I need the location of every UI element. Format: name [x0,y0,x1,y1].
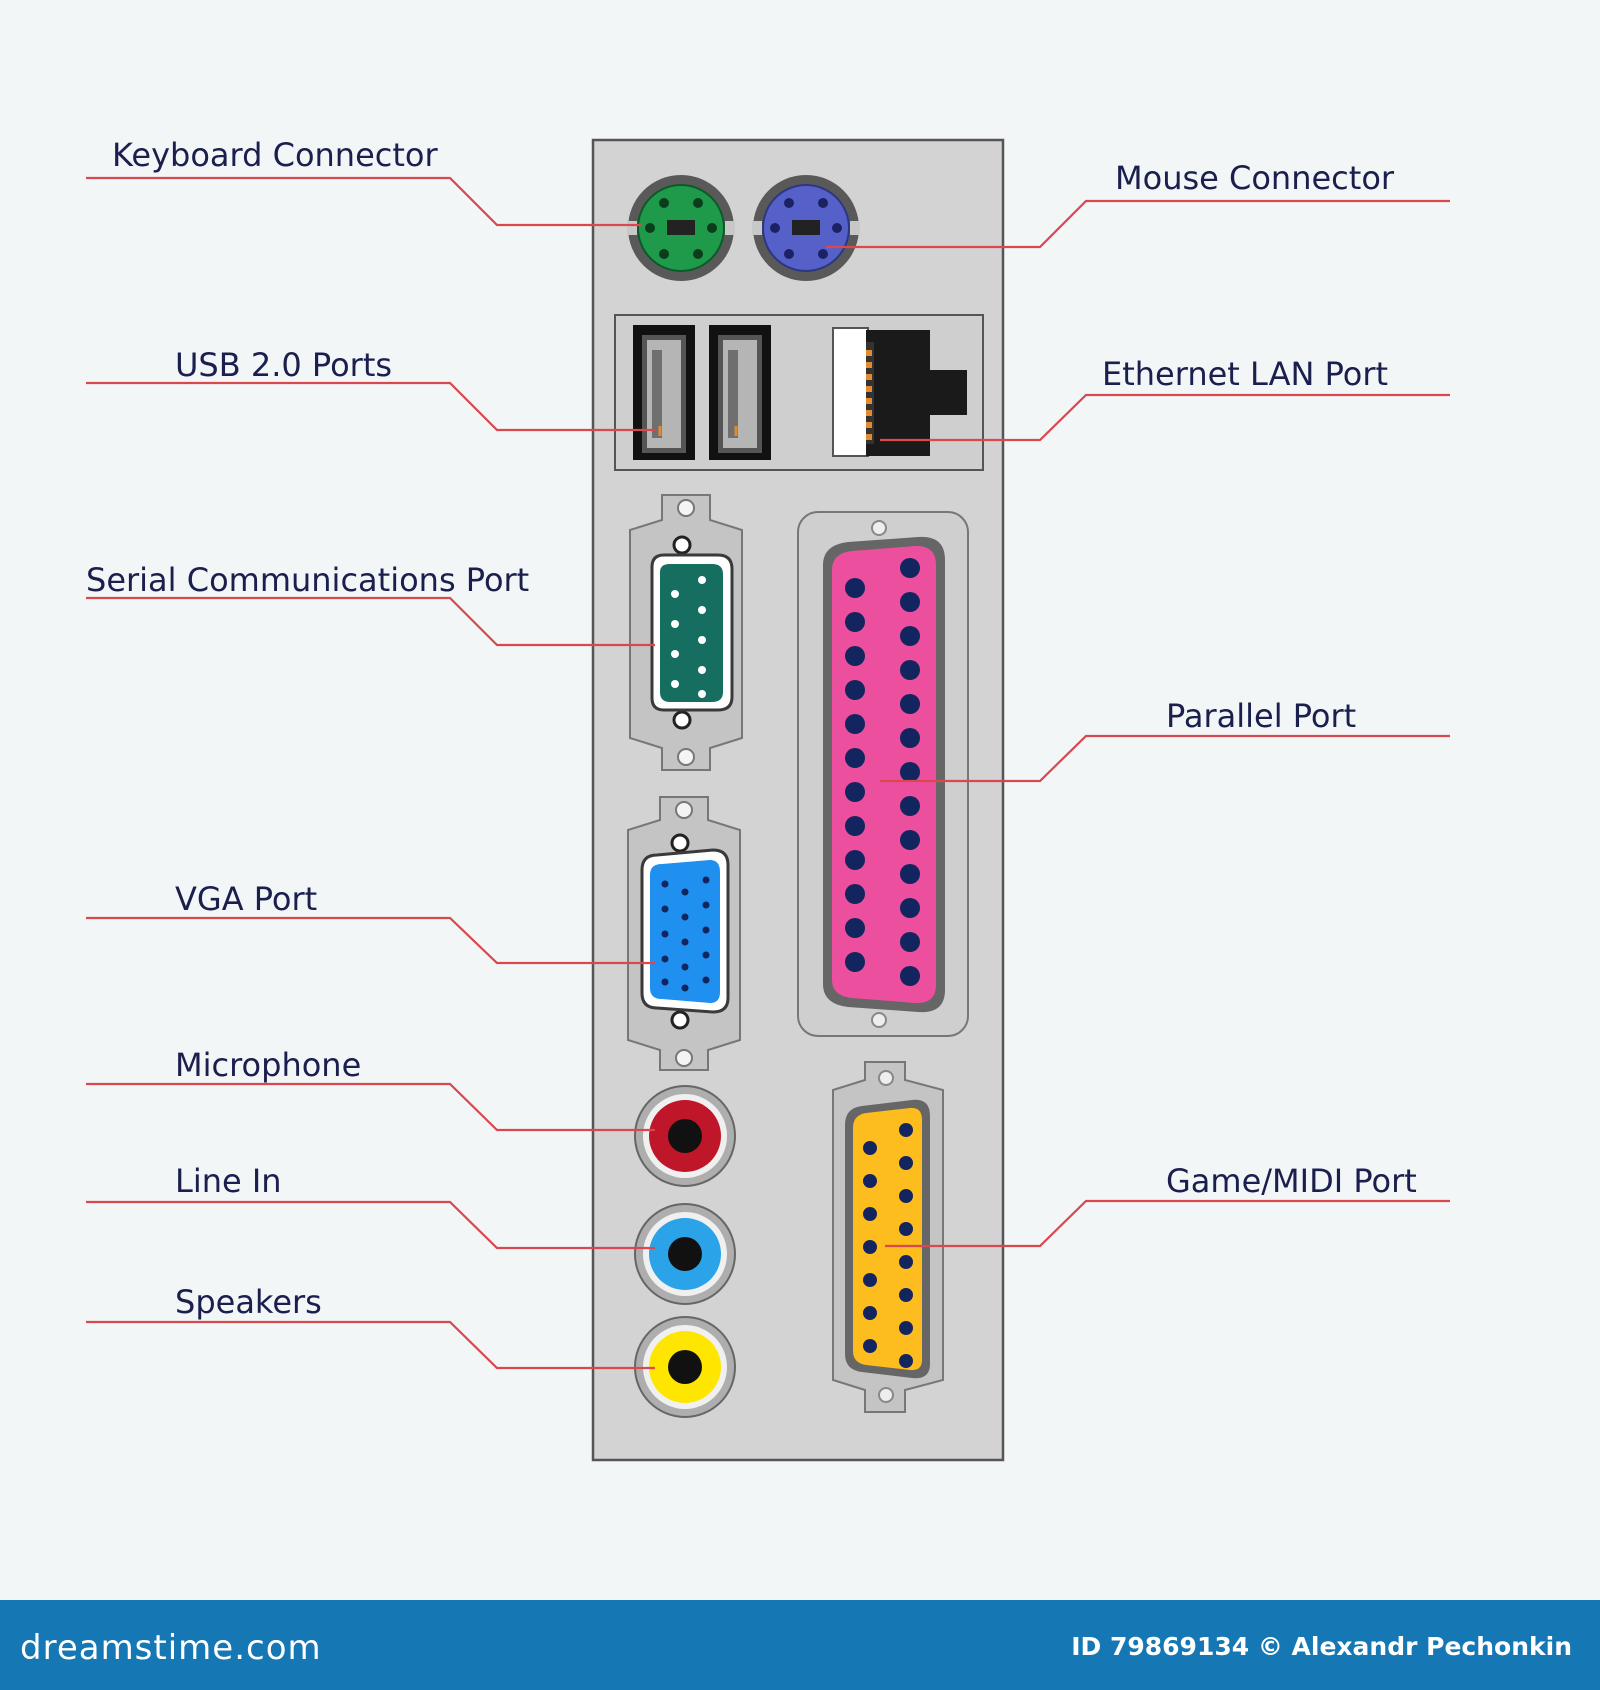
ethernet-leader [880,393,1450,442]
microphone-jack [634,1085,736,1187]
connector-pin [863,1273,877,1287]
connector-pin [900,898,920,918]
connector-pin [863,1141,877,1155]
vga-port [627,796,741,1071]
usb-port-1 [633,325,695,460]
connector-pin [863,1240,877,1254]
line-in-label: Line In [175,1162,282,1200]
connector-pin [899,1222,913,1236]
mouse-port [752,175,860,281]
speakers-jack [634,1316,736,1418]
connector-pin [900,660,920,680]
speakers-leader [86,1320,655,1370]
connector-pin [900,796,920,816]
connector-pin [863,1306,877,1320]
vga-leader [86,916,655,965]
connector-pin [900,626,920,646]
connector-pin [900,558,920,578]
connector-pin [863,1207,877,1221]
keyboard-leader [86,176,641,227]
connector-pin [900,592,920,612]
connector-pin [899,1288,913,1302]
keyboard-label: Keyboard Connector [112,136,438,174]
connector-pin [845,952,865,972]
connector-pin [900,932,920,952]
connector-pin [899,1321,913,1335]
connector-pin [845,850,865,870]
serial-label: Serial Communications Port [86,561,529,599]
back-panel-diagram: Keyboard Connector Mouse Connector USB 2… [86,136,1450,1462]
parallel-port [797,511,969,1037]
keyboard-port [627,175,735,281]
ethernet-label: Ethernet LAN Port [1102,355,1388,393]
microphone-leader [86,1082,655,1132]
line-in-leader [86,1200,655,1250]
microphone-label: Microphone [175,1046,361,1084]
connector-pin [845,612,865,632]
connector-pin [845,782,865,802]
connector-pin [899,1189,913,1203]
mouse-label: Mouse Connector [1115,159,1395,197]
connector-pin [900,830,920,850]
usb-port-2 [709,325,771,460]
connector-pin [845,884,865,904]
footer-brand[interactable]: dreamstime.com [20,1628,322,1668]
connector-pin [845,680,865,700]
connector-pin [900,864,920,884]
connector-pin [845,918,865,938]
ethernet-port [832,327,967,457]
game-leader [885,1199,1450,1248]
connector-pin [900,728,920,748]
connector-pin [863,1174,877,1188]
usb-label: USB 2.0 Ports [175,346,392,384]
footer-bar: dreamstime.com ID 79869134 © Alexandr Pe… [0,1600,1600,1690]
usb-leader [86,381,655,432]
connector-pin [899,1123,913,1137]
serial-port [629,494,743,771]
connector-pin [899,1354,913,1368]
parallel-label: Parallel Port [1166,697,1356,735]
connector-pin [900,694,920,714]
parallel-leader [880,734,1450,783]
game-label: Game/MIDI Port [1166,1162,1417,1200]
vga-label: VGA Port [175,880,317,918]
connector-pin [863,1339,877,1353]
connector-pin [845,816,865,836]
game-midi-port [832,1061,944,1413]
line-in-jack [634,1203,736,1305]
connector-pin [845,578,865,598]
speakers-label: Speakers [175,1283,322,1321]
footer-credit: ID 79869134 © Alexandr Pechonkin [1071,1632,1572,1661]
connector-pin [845,748,865,768]
connector-pin [900,762,920,782]
connector-pin [845,646,865,666]
serial-leader [86,596,655,647]
mouse-leader [826,199,1450,249]
connector-pin [899,1255,913,1269]
connector-pin [845,714,865,734]
connector-pin [900,966,920,986]
connector-pin [899,1156,913,1170]
